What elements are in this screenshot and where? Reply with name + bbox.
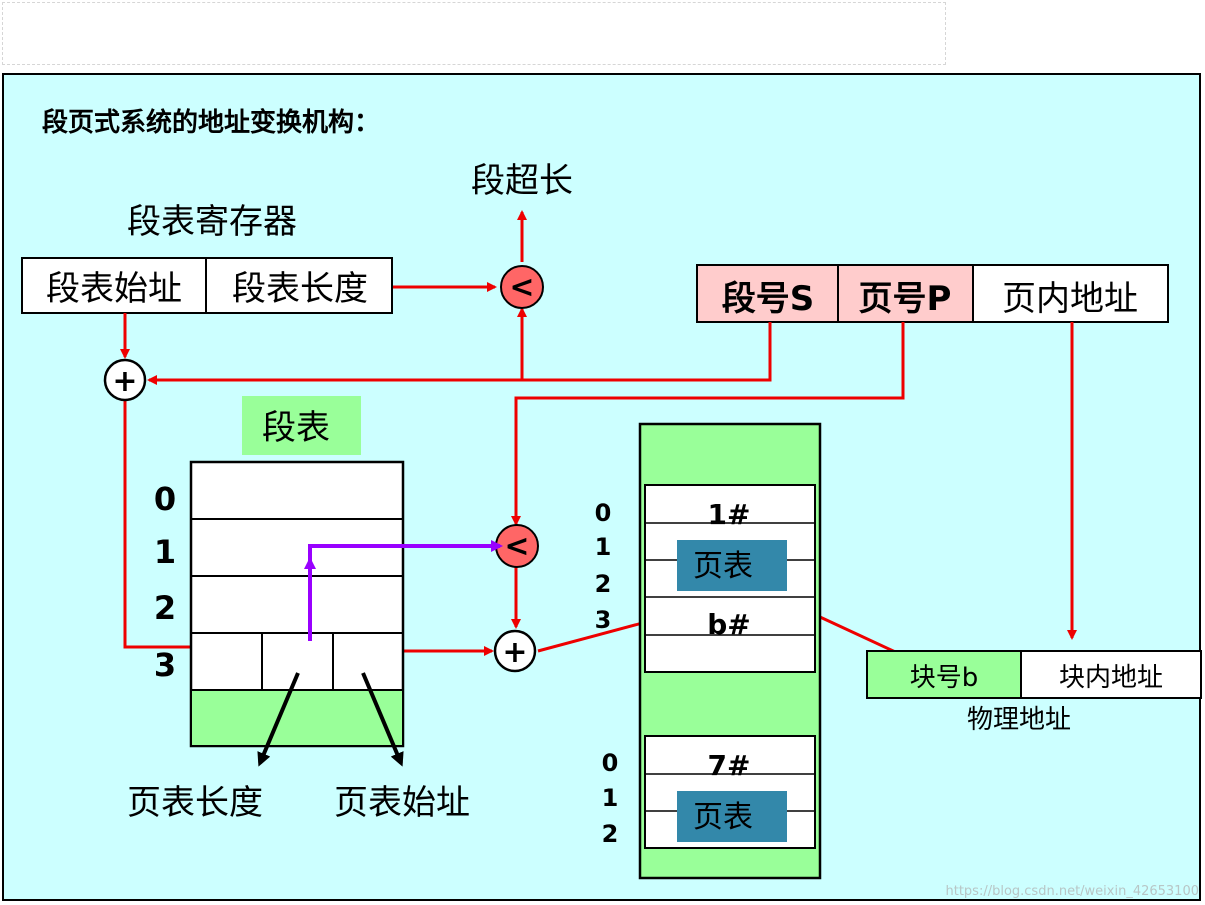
- page-length-compare-arrow: [308, 540, 503, 641]
- page-row-b-0: 0: [602, 749, 619, 777]
- page-number-cell: 页号P: [859, 279, 952, 319]
- length-comparator-top: [500, 265, 544, 309]
- diagram-title: 段页式系统的地址变换机构：: [42, 107, 380, 138]
- page-table-start-pointer: [361, 672, 404, 767]
- frame-1-label: 1#: [708, 498, 751, 531]
- add-symbol-segment: +: [112, 364, 137, 399]
- page-row-b-2: 2: [602, 820, 619, 848]
- page-table-length-label: 页表长度: [127, 783, 263, 823]
- compare-symbol-top: <: [509, 270, 534, 305]
- page-row-b-1: 1: [602, 784, 619, 812]
- adder-segment: [103, 358, 147, 402]
- segment-row-2: 2: [154, 589, 176, 627]
- page-table-start-label: 页表始址: [334, 783, 470, 823]
- page-row-a-0: 0: [595, 499, 612, 527]
- add-symbol-page: +: [502, 635, 527, 670]
- segment-overflow-label: 段超长: [471, 161, 573, 201]
- segment-register-caption: 段表寄存器: [127, 202, 297, 242]
- frame-b-label: b#: [707, 608, 751, 641]
- page-row-a-3: 3: [595, 606, 612, 634]
- frame-7-label: 7#: [708, 749, 751, 782]
- segment-row-0: 0: [154, 480, 176, 518]
- adder-page: [493, 629, 537, 673]
- segment-row-3: 3: [154, 646, 176, 684]
- watermark: https://blog.csdn.net/weixin_42653100: [945, 884, 1199, 899]
- physical-address-caption: 物理地址: [967, 705, 1071, 735]
- block-offset-cell: 块内地址: [1059, 663, 1163, 693]
- segment-table-start-cell: 段表始址: [46, 269, 182, 309]
- segment-table-label: 段表: [262, 408, 330, 448]
- segment-number-cell: 段号S: [722, 279, 815, 319]
- page-table-a-label: 页表: [693, 549, 753, 584]
- segment-table-label-box: [242, 396, 361, 455]
- address-wiring: [120, 210, 1077, 664]
- page-row-a-1: 1: [595, 533, 612, 561]
- page-offset-cell: 页内地址: [1002, 279, 1138, 319]
- segment-table-length-cell: 段表长度: [232, 269, 368, 309]
- block-number-cell: 块号b: [910, 663, 979, 693]
- segment-row-1: 1: [154, 533, 176, 571]
- page-row-a-2: 2: [595, 570, 612, 598]
- page-table-b-label: 页表: [693, 800, 753, 835]
- top-blank-strip: [2, 2, 946, 65]
- page-table-length-pointer: [257, 672, 300, 767]
- compare-symbol-page: <: [504, 529, 529, 564]
